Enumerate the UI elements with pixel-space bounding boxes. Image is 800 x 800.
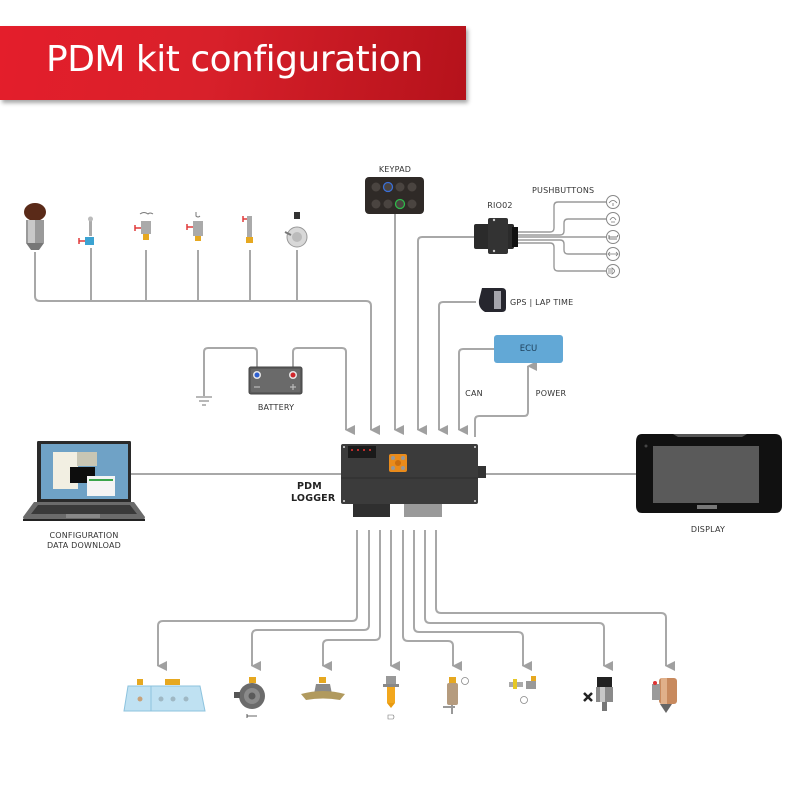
headlight-unit — [123, 679, 206, 712]
pushbuttons-label: PUSHBUTTONS — [532, 186, 595, 195]
can-wire — [458, 348, 494, 435]
pressure-sensor — [78, 216, 94, 245]
keypad-device[interactable] — [365, 177, 424, 214]
battery-label: BATTERY — [257, 403, 295, 412]
ecu-label: ECU — [519, 344, 538, 354]
output-wires — [157, 530, 675, 671]
display-label: DISPLAY — [690, 525, 726, 534]
washer-valve — [509, 676, 536, 704]
dash-display-device[interactable] — [636, 434, 782, 513]
power-label: POWER — [535, 389, 567, 398]
laptop-label: CONFIGURATION DATA DOWNLOAD — [34, 531, 134, 551]
title-banner: PDM kit configuration — [0, 26, 466, 100]
starter-motor — [652, 678, 677, 713]
pdm-logger-unit[interactable] — [341, 444, 486, 517]
gps-module[interactable] — [478, 288, 506, 312]
gps-wire — [438, 301, 476, 435]
temperature-probe — [242, 216, 253, 243]
wiper-motor — [301, 677, 345, 700]
pushbutton-icons[interactable] — [606, 195, 620, 278]
keypad-label: KEYPAD — [378, 165, 412, 174]
water-temp-sensor — [186, 212, 203, 241]
ground-icon — [196, 396, 212, 406]
pdm-label-line2: LOGGER — [291, 493, 336, 504]
fuel-level-sensor — [284, 212, 308, 248]
light-icon — [606, 264, 620, 278]
wiper-icon — [606, 195, 620, 209]
pushbutton-wires — [516, 201, 606, 272]
oil-pressure-sensor — [134, 212, 154, 240]
laptop-label-line1: CONFIGURATION — [49, 531, 119, 540]
laptop-device[interactable] — [23, 441, 145, 521]
indicator-icon — [606, 247, 620, 261]
gps-label: GPS | LAP TIME — [510, 298, 574, 307]
battery-device — [248, 366, 303, 395]
washer-icon — [606, 212, 620, 226]
ecu-box[interactable]: ECU — [494, 335, 563, 363]
washer-pump — [443, 677, 469, 714]
can-label: CAN — [465, 389, 483, 398]
horn — [234, 677, 265, 718]
rio-module[interactable] — [474, 218, 518, 254]
laptop-label-line2: DATA DOWNLOAD — [46, 541, 122, 550]
horn-icon — [606, 230, 620, 244]
rio-wire — [417, 236, 474, 435]
page-title: PDM kit configuration — [46, 39, 423, 80]
battery-positive-wire — [292, 347, 355, 435]
sensor-bus-wires — [34, 248, 380, 435]
battery-ground-wire — [203, 347, 258, 396]
pdm-logger-label: PDM LOGGER — [291, 481, 335, 505]
fuel-filter-sensor — [24, 203, 46, 250]
lamp-bulb — [383, 676, 399, 720]
rio-label: RIO02 — [487, 201, 513, 210]
pdm-label-line1: PDM — [297, 481, 322, 492]
power-wire — [474, 361, 537, 437]
radiator-fan — [583, 677, 613, 711]
